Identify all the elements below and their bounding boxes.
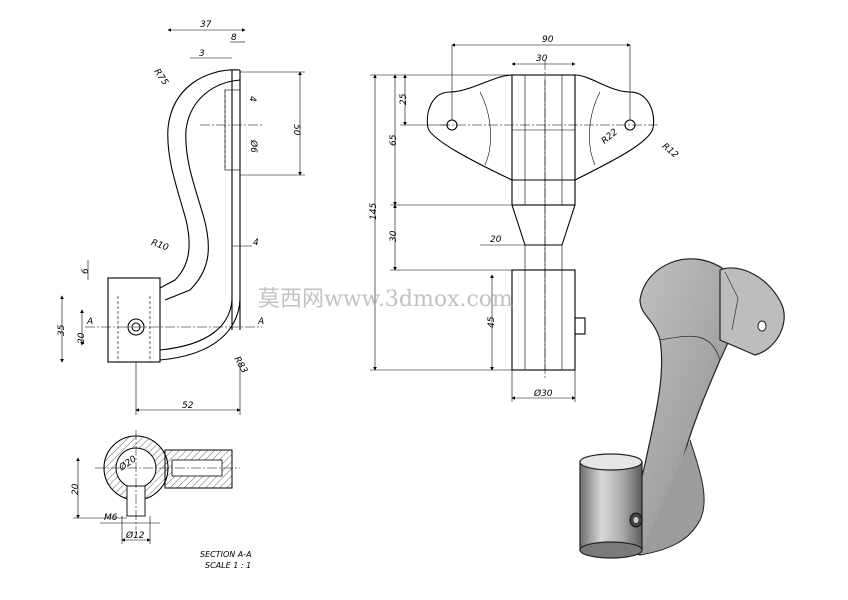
front-neck [524, 244, 563, 271]
dim-dia12: Ø12 [125, 530, 145, 541]
section-mark-left: A [86, 317, 93, 327]
dim-65: 65 [389, 134, 399, 146]
watermark: 莫西网www.3dmox.com [258, 287, 513, 312]
dim-90: 90 [542, 35, 554, 45]
side-lower-sweep [159, 299, 241, 361]
front-view: 90 30 25 65 R22 R12 145 30 20 45 Ø30 [369, 35, 680, 402]
dim-20: 20 [77, 332, 87, 344]
front-left-arc [479, 91, 491, 166]
section-caption-title: SECTION A-A [200, 550, 252, 559]
dim-52: 52 [182, 401, 194, 411]
dim-30: 30 [389, 230, 399, 242]
dim-25: 25 [399, 93, 409, 105]
section-caption-scale: SCALE 1 : 1 [205, 561, 251, 570]
isometric-3d-view [579, 258, 785, 559]
dim-20-front: 20 [490, 235, 502, 245]
dim-6b: 6 [81, 268, 91, 274]
side-hub-hole [127, 318, 145, 336]
dim-4b: 4 [253, 238, 259, 248]
iso-hub-cylinder [579, 461, 643, 551]
side-hub-block [107, 277, 161, 363]
section-mark-right: A [257, 317, 264, 327]
section-view: Ø20 20 M6 Ø12 SECTION A-A SCALE 1 : 1 [71, 430, 252, 570]
dim-section-20: 20 [71, 483, 81, 495]
dim-d6: Ø6 [248, 139, 259, 153]
dim-4a: 4 [247, 96, 257, 102]
dim-r10: R10 [150, 238, 170, 254]
front-wing-outline [426, 74, 655, 181]
side-arm-outline [159, 69, 241, 301]
dim-m6: M6 [104, 513, 118, 523]
side-view: 37 8 3 R75 50 4 Ø6 R10 4 6 35 20 A A R83… [57, 20, 305, 415]
iso-wing-hole [757, 320, 767, 332]
dim-30-top: 30 [536, 54, 548, 64]
dim-35: 35 [57, 324, 67, 336]
dim-dia30: Ø30 [533, 388, 553, 399]
dim-45: 45 [487, 316, 497, 328]
dim-r75: R75 [151, 67, 170, 87]
side-ear [224, 89, 241, 171]
iso-hub-top [579, 453, 643, 471]
dim-37: 37 [200, 20, 212, 30]
front-setscrew [574, 317, 586, 335]
dim-8: 8 [231, 33, 237, 43]
front-stem [511, 74, 576, 206]
dim-3: 3 [199, 49, 205, 59]
front-right-arc [589, 91, 601, 166]
dim-r22: R22 [600, 127, 620, 146]
dim-145: 145 [369, 203, 379, 220]
front-hub [511, 269, 576, 371]
iso-wing [719, 267, 785, 356]
dim-50: 50 [291, 124, 301, 136]
dim-r12: R12 [660, 142, 680, 161]
front-taper [511, 204, 576, 246]
